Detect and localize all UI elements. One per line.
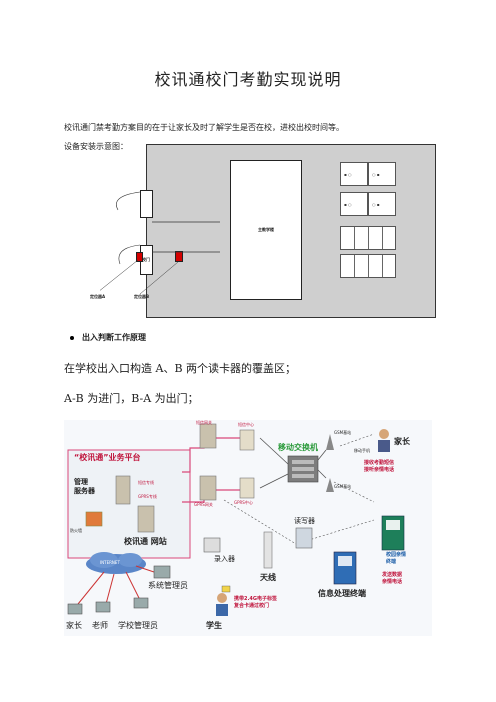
classroom [340, 226, 396, 250]
mgmt-server-label: 管理 服务器 [74, 478, 95, 495]
system-diagram-graphics [67, 423, 405, 616]
section-heading: 出入判断工作原理 [70, 332, 146, 343]
main-building-label: 主教学楼 [258, 227, 274, 232]
tag-description: 携带2.4G电子标签 复合卡通过校门 [234, 596, 277, 609]
reader-b-label: 定位器B [134, 294, 150, 299]
sms-gateway-label: 短信网关 [196, 420, 212, 425]
gsm-station-label: GSM基站 [334, 430, 352, 435]
internet-label: INTERNET [100, 560, 120, 565]
parent-description: 接收考勤短信 接听亲情电话 [364, 460, 395, 473]
sms-center-label: 短信中心 [238, 422, 254, 427]
bottom-parent-label: 家长 [66, 621, 82, 630]
intro-paragraph: 校讯通门禁考勤方案目的在于让家长及时了解学生是否在校，进校出校时间等。 [64, 123, 344, 132]
bottom-teacher-label: 老师 [92, 621, 108, 630]
recorder-label: 录入器 [214, 555, 235, 563]
student-label: 学生 [206, 621, 222, 630]
phone-description: 发送数据 亲情电话 [382, 572, 403, 585]
sms-line-label: 短信专线 [138, 480, 154, 485]
classroom: ○ ▪ [368, 162, 396, 186]
classroom: ▪ ○ [340, 162, 368, 186]
reader-label: 读写器 [294, 517, 315, 525]
website-label: 校讯通 网站 [124, 537, 167, 546]
phone-terminal-label: 校园亲情 终端 [386, 552, 407, 565]
gsm-station-label: GSM基站 [334, 484, 352, 489]
page-title: 校讯通校门考勤实现说明 [154, 70, 342, 89]
classroom: ○ ▪ [368, 192, 396, 216]
bullet-icon [70, 336, 74, 340]
firewall-label: 防火墙 [70, 528, 82, 533]
install-caption: 设备安装示意图： [64, 142, 128, 151]
parent-label: 家长 [394, 437, 410, 446]
reader-a-label: 定位器A [90, 294, 106, 299]
classroom [340, 254, 396, 278]
plan-lines [100, 191, 220, 295]
coverage-paragraph: 在学校出入口构造 A、B 两个读卡器的覆盖区； [64, 362, 297, 375]
direction-paragraph: A-B 为进门，B-A 为出门； [64, 392, 199, 405]
antenna-label: 天线 [260, 573, 276, 582]
system-diagram: “校讯通”业务平台 管理 服务器 防火墙 短信专线 GPRS专线 校讯通 网站 … [64, 420, 432, 636]
gate-label: 校门 [142, 257, 150, 262]
platform-title: “校讯通”业务平台 [74, 453, 141, 462]
bottom-admin-label: 学校管理员 [118, 621, 158, 630]
gprs-line-label: GPRS专线 [138, 494, 157, 499]
mobile-phone-label: 移动手机 [354, 448, 370, 453]
reader-a-box [140, 190, 153, 218]
gprs-center-label: GPRS中心 [234, 500, 253, 505]
classroom: ▪ ○ [340, 192, 368, 216]
info-terminal-label: 信息处理终端 [318, 589, 366, 598]
main-building: 主教学楼 [230, 160, 302, 300]
gprs-gateway-label: GPRS网关 [194, 502, 213, 507]
mobile-switch-label: 移动交换机 [278, 443, 318, 452]
section-heading-text: 出入判断工作原理 [82, 332, 146, 342]
sys-admin-label: 系统管理员 [148, 581, 188, 590]
reader-b-marker [175, 251, 183, 262]
reader-a-marker [136, 252, 143, 262]
